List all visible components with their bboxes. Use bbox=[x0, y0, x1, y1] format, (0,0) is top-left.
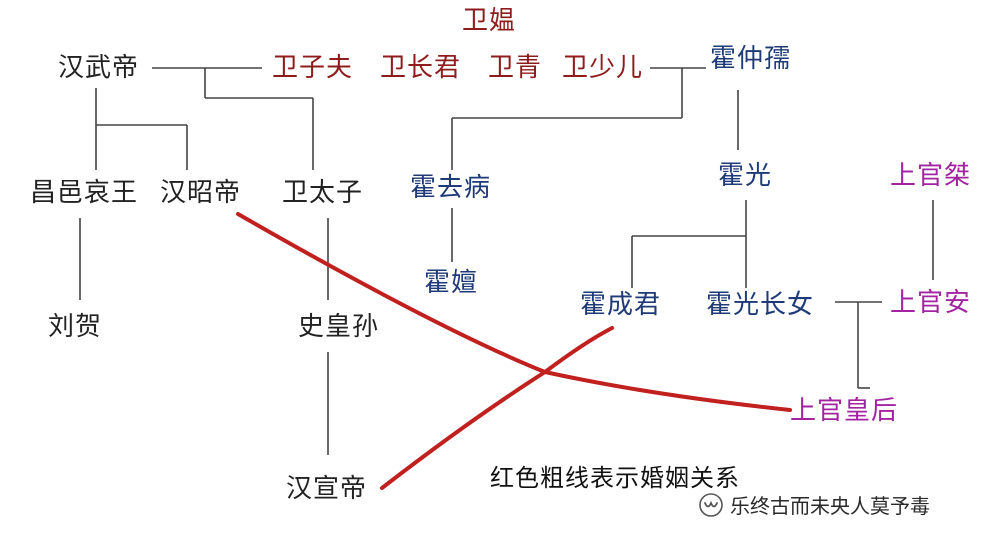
kinship-lines bbox=[79, 67, 934, 455]
person-han-zhaodi: 汉昭帝 bbox=[160, 178, 242, 208]
person-shangguan-an: 上官安 bbox=[890, 288, 972, 318]
person-changyi-aiwang: 昌邑哀王 bbox=[30, 178, 139, 208]
person-wei-qing: 卫青 bbox=[488, 53, 543, 83]
person-huo-guang-eldest-daughter: 霍光长女 bbox=[706, 290, 815, 320]
marriage-line-xuandi-chengjun bbox=[380, 326, 614, 490]
marriage-legend-caption: 红色粗线表示婚姻关系 bbox=[490, 464, 740, 492]
person-huo-shan: 霍嬗 bbox=[424, 268, 479, 298]
person-liu-he: 刘贺 bbox=[48, 312, 103, 342]
person-wei-zhangjun: 卫长君 bbox=[380, 53, 462, 83]
person-huo-chengjun: 霍成君 bbox=[580, 290, 662, 320]
person-wei-taizi: 卫太子 bbox=[282, 178, 364, 208]
person-shi-huangsun: 史皇孙 bbox=[298, 312, 380, 342]
marriage-line-zhaodi-shangguan bbox=[236, 212, 792, 412]
marriage-lines bbox=[236, 212, 792, 490]
person-shangguan-huanghou: 上官皇后 bbox=[790, 396, 899, 426]
person-han-xuandi: 汉宣帝 bbox=[286, 474, 368, 504]
person-huo-zhongru: 霍仲孺 bbox=[710, 44, 792, 74]
watermark-text: 乐终古而未央人莫予毒 bbox=[730, 494, 930, 518]
person-huo-qubing: 霍去病 bbox=[410, 173, 492, 203]
wechat-channel-icon bbox=[699, 493, 723, 517]
person-wei-ao: 卫媪 bbox=[462, 6, 517, 36]
person-huo-guang: 霍光 bbox=[718, 161, 773, 191]
person-shangguan-jie: 上官桀 bbox=[890, 161, 972, 191]
person-wei-shaoer: 卫少儿 bbox=[562, 53, 644, 83]
person-han-wudi: 汉武帝 bbox=[58, 53, 140, 83]
person-wei-zifu: 卫子夫 bbox=[272, 53, 354, 83]
